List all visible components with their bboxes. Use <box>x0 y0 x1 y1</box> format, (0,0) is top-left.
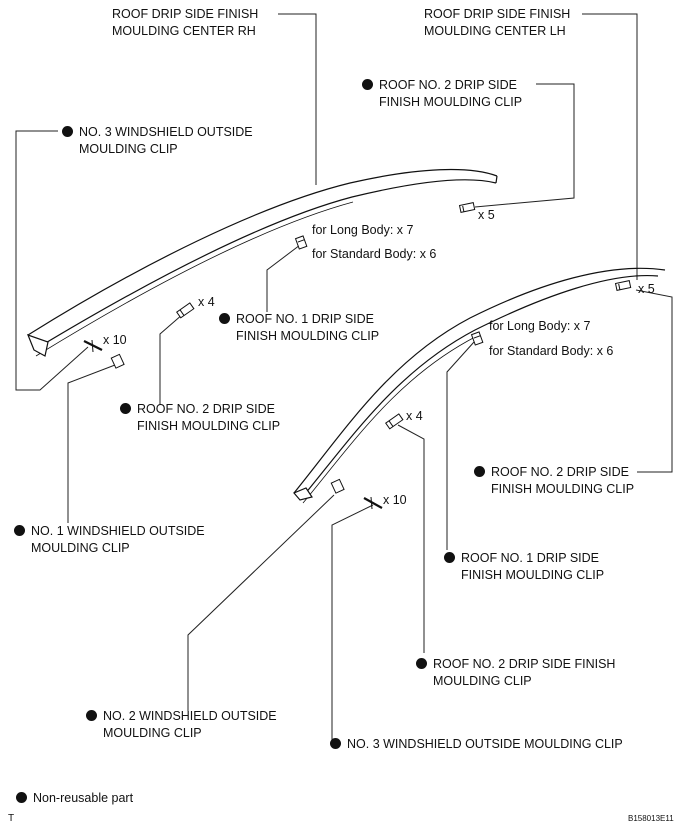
leader-center-lh <box>582 13 638 280</box>
moulding-center-lh <box>293 267 666 504</box>
qty-x5-right: x 5 <box>638 282 655 296</box>
qty-standard-body-left: for Standard Body: x 6 <box>312 247 437 261</box>
roof-no1-clip-left-icon <box>294 235 308 250</box>
leader-no3-windshield-left <box>15 130 89 391</box>
label-roof-no2-clip-left: ROOF NO. 2 DRIP SIDE FINISH MOULDING CLI… <box>120 401 280 435</box>
figure-id: B158013E11 <box>628 814 674 823</box>
legend-non-reusable: Non-reusable part <box>16 790 133 807</box>
non-reusable-dot <box>444 552 455 563</box>
roof-no2-clip-right-icon <box>614 280 632 291</box>
no3-windshield-clip-left-icon <box>83 339 103 353</box>
label-roof-no2-clip-top-right: ROOF NO. 2 DRIP SIDE FINISH MOULDING CLI… <box>362 77 522 111</box>
non-reusable-dot <box>416 658 427 669</box>
no2-windshield-clip-icon <box>330 478 345 494</box>
no3-windshield-clip-bottom-icon <box>363 496 383 510</box>
leader-no3-windshield-bottom <box>331 504 374 740</box>
leader-roof-no2-top-right <box>474 83 575 208</box>
qty-x10-right: x 10 <box>383 493 407 507</box>
label-moulding-center-rh: ROOF DRIP SIDE FINISH MOULDING CENTER RH <box>112 7 259 38</box>
non-reusable-dot <box>474 466 485 477</box>
qty-x10-left: x 10 <box>103 333 127 347</box>
qty-standard-body-right: for Standard Body: x 6 <box>489 344 614 358</box>
leader-roof-no2-bottom <box>397 424 425 653</box>
qty-long-body-right: for Long Body: x 7 <box>489 319 591 333</box>
footer-left-mark: T <box>8 813 15 824</box>
roof-no1-clip-right-icon <box>470 331 484 346</box>
non-reusable-dot <box>330 738 341 749</box>
label-roof-no2-clip-bottom: ROOF NO. 2 DRIP SIDE FINISH MOULDING CLI… <box>416 656 615 690</box>
leader-roof-no1-right <box>446 341 475 550</box>
moulding-center-rh <box>26 168 498 357</box>
non-reusable-dot <box>86 710 97 721</box>
legend-dot <box>16 792 27 803</box>
non-reusable-dot <box>120 403 131 414</box>
non-reusable-dot <box>362 79 373 90</box>
qty-x5-top: x 5 <box>478 208 495 222</box>
label-no3-windshield-clip-left: NO. 3 WINDSHIELD OUTSIDE MOULDING CLIP <box>62 124 253 158</box>
roof-no2-clip-right-lower-icon <box>385 413 404 430</box>
no1-windshield-clip-icon <box>110 353 125 369</box>
label-roof-no2-clip-right: ROOF NO. 2 DRIP SIDE FINISH MOULDING CLI… <box>474 464 634 498</box>
leader-no1-windshield <box>67 364 116 523</box>
leader-roof-no1-left <box>266 244 301 312</box>
label-no2-windshield-clip: NO. 2 WINDSHIELD OUTSIDE MOULDING CLIP <box>86 708 277 742</box>
label-roof-no1-clip-left: ROOF NO. 1 DRIP SIDE FINISH MOULDING CLI… <box>219 311 379 345</box>
label-no3-windshield-clip-bottom: NO. 3 WINDSHIELD OUTSIDE MOULDING CLIP <box>330 736 623 753</box>
leader-center-rh <box>278 13 317 185</box>
leader-roof-no2-right <box>635 289 673 473</box>
leader-no2-windshield <box>187 494 335 711</box>
non-reusable-dot <box>14 525 25 536</box>
leader-roof-no2-left <box>159 313 184 405</box>
label-roof-no1-clip-right: ROOF NO. 1 DRIP SIDE FINISH MOULDING CLI… <box>444 550 604 584</box>
qty-long-body-left: for Long Body: x 7 <box>312 223 414 237</box>
qty-x4-left: x 4 <box>198 295 215 309</box>
qty-x4-right: x 4 <box>406 409 423 423</box>
roof-no2-clip-left-icon <box>176 302 195 319</box>
label-moulding-center-lh: ROOF DRIP SIDE FINISH MOULDING CENTER LH <box>424 7 571 38</box>
roof-no2-clip-top-icon <box>458 202 476 213</box>
non-reusable-dot <box>219 313 230 324</box>
label-no1-windshield-clip: NO. 1 WINDSHIELD OUTSIDE MOULDING CLIP <box>14 523 205 557</box>
non-reusable-dot <box>62 126 73 137</box>
